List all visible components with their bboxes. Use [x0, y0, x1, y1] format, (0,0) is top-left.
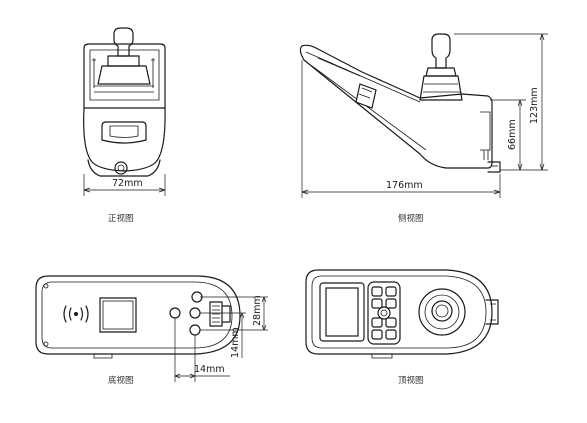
bottom-spacing-dimension: 28mm [252, 295, 263, 326]
top-view-caption: 顶视图 [398, 375, 424, 386]
side-base-height-dimension: 66mm [507, 119, 518, 150]
side-view-caption: 侧视图 [398, 213, 424, 224]
side-height-dimension: 123mm [529, 87, 540, 124]
top-view: 顶视图 [305, 269, 499, 386]
side-length-dimension: 176mm [386, 180, 423, 191]
side-view: 176mm 123mm 66mm 侧视图 [299, 33, 548, 224]
bottom-horizontal-dimension: 14mm [194, 364, 225, 375]
front-width-dimension: 72mm [112, 178, 143, 189]
wireless-icon [63, 305, 89, 323]
bottom-vertical-dimension: 14mm [230, 327, 241, 358]
front-view-caption: 正视图 [108, 213, 134, 224]
front-view: 72mm 正视图 [83, 27, 166, 224]
bottom-view: 28mm 14mm 14mm 底视图 [35, 275, 268, 386]
bottom-view-caption: 底视图 [108, 375, 134, 386]
